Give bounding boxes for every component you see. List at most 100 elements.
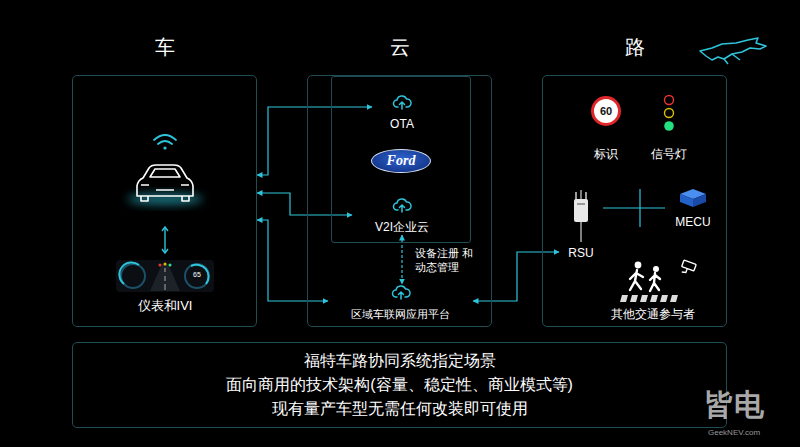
car-dashboard-link-part: [164, 228, 165, 252]
ped-icon-part: [680, 260, 696, 276]
dashboard-icon-part: [165, 268, 166, 290]
node-text: 其他交通参与者: [611, 307, 695, 322]
ped-icon-part: [670, 295, 678, 302]
road-panel: 路60标识信号灯RSUMECU其他交通参与者: [542, 75, 727, 327]
light-icon-part: [665, 109, 674, 118]
car-icon-part: [137, 165, 193, 196]
ford-logo-oval: Ford: [371, 149, 431, 173]
connector: [257, 220, 328, 301]
column-heading: 云: [308, 35, 491, 59]
wifi-icon-part: [163, 146, 166, 149]
dashboard-icon-part: [116, 260, 214, 292]
regional-platform: 区域车联网应用平台: [328, 284, 473, 322]
cloud-icon: [393, 94, 411, 110]
rsu-icon-part: [576, 192, 586, 200]
dashboard-icon-part: [150, 264, 180, 291]
mecu-unit: MECU: [665, 188, 721, 230]
mustang-logo: [700, 38, 766, 64]
ped-icon-part-part: [630, 270, 643, 290]
traffic-light: 信号灯: [639, 94, 699, 162]
watermark: 皆电: [704, 388, 774, 423]
car-icon-part: [141, 185, 189, 190]
car-glow: [127, 193, 203, 205]
cloud-icon: [392, 284, 410, 300]
cloud-icon-part-part: [400, 205, 405, 212]
column-heading: 路: [543, 35, 726, 59]
dashboard-icon-part: [121, 264, 145, 288]
ped-icon-part-part: [650, 273, 660, 291]
rsu-unit: RSU: [559, 186, 603, 261]
summary-line: 现有量产车型无需任何改装即可使用: [272, 397, 528, 421]
mecu-icon-part: [680, 194, 693, 207]
rsu-icon-part: [577, 203, 585, 205]
cloud-icon-part: [394, 199, 412, 212]
brand-wordmark: Ford: [387, 153, 416, 169]
ped-icon-part-part: [682, 267, 687, 273]
connector: [603, 207, 665, 208]
ota-service: OTA: [372, 94, 432, 132]
ped-icon-part: [660, 295, 668, 302]
connector: [473, 252, 559, 301]
node-text: 标识: [594, 147, 618, 162]
cloud-icon-part: [392, 286, 410, 299]
cloud-icon: [393, 197, 411, 213]
gauge-value: 65: [189, 271, 205, 279]
cloud-icon-part-part: [398, 292, 403, 299]
car-icon-part: [141, 196, 189, 201]
cloud-panel: 云OTAFordV2I企业云区域车联网应用平台: [307, 75, 492, 327]
mustang-logo-part: [700, 38, 766, 60]
ped-icon-part: [630, 270, 660, 291]
node-text: RSU: [568, 246, 593, 261]
connector: [257, 193, 352, 215]
car-panel: 车: [72, 75, 257, 327]
rsu-icon-part: [574, 199, 588, 222]
connector: [257, 107, 372, 175]
cloud-icon-part: [394, 96, 412, 109]
cloud-icon-part-part: [400, 102, 405, 109]
speed-sign: 60 标识: [581, 96, 631, 162]
node-text: 区域车联网应用平台: [351, 307, 450, 322]
column-heading: 车: [73, 35, 256, 59]
mecu-icon-part: [693, 194, 706, 207]
dashboard-icon-part: [164, 263, 167, 266]
speed-limit-number: 60: [591, 96, 621, 126]
dashboard-icon-part: [119, 262, 139, 284]
car-icon: [137, 165, 193, 201]
ped-icon-part: [620, 295, 628, 302]
wifi-icon: [154, 135, 176, 150]
summary-line: 面向商用的技术架构(容量、稳定性、商业模式等): [226, 373, 573, 397]
dashboard-icon-part: [159, 264, 162, 267]
summary-band: 福特车路协同系统指定场景面向商用的技术架构(容量、稳定性、商业模式等)现有量产车…: [72, 342, 727, 428]
mustang-logo-part: [724, 54, 740, 64]
light-icon-part: [664, 121, 674, 131]
watermark-url: GeekNEV.com: [708, 428, 788, 437]
ped-icon-part: [650, 295, 658, 302]
node-text: 信号灯: [651, 147, 687, 162]
ped-icon-part-part: [682, 260, 697, 271]
node-text: OTA: [390, 117, 414, 132]
ped-icon: [598, 260, 708, 304]
light-icon-part: [665, 96, 674, 105]
enterprise-cloud-box: OTA FordV2I企业云: [331, 76, 471, 243]
ped-icon-part: [640, 295, 648, 302]
edge-label: 设备注册 和动态管理: [414, 246, 476, 274]
dashboard-icon: [116, 260, 214, 292]
car-dashboard-link-part: [162, 227, 168, 253]
rsu-icon: [559, 186, 603, 242]
wifi-icon-part: [158, 141, 172, 144]
ped-icon-part: [653, 266, 659, 272]
road-users: 其他交通参与者: [598, 260, 708, 322]
dashboard-label: 仪表和IVI: [115, 299, 215, 314]
dashboard-icon-part: [185, 264, 209, 288]
mecu-icon: [678, 188, 708, 208]
ped-icon-part: [635, 262, 642, 269]
car-icon-part: [150, 169, 180, 177]
ped-icon-part: [630, 295, 638, 302]
light-icon: [661, 94, 677, 132]
node-text: V2I企业云: [375, 220, 429, 235]
node-text: MECU: [675, 215, 710, 230]
summary-line: 福特车路协同系统指定场景: [304, 349, 496, 373]
wifi-icon-part: [154, 135, 176, 140]
v2i-cloud: V2I企业云: [352, 197, 452, 235]
